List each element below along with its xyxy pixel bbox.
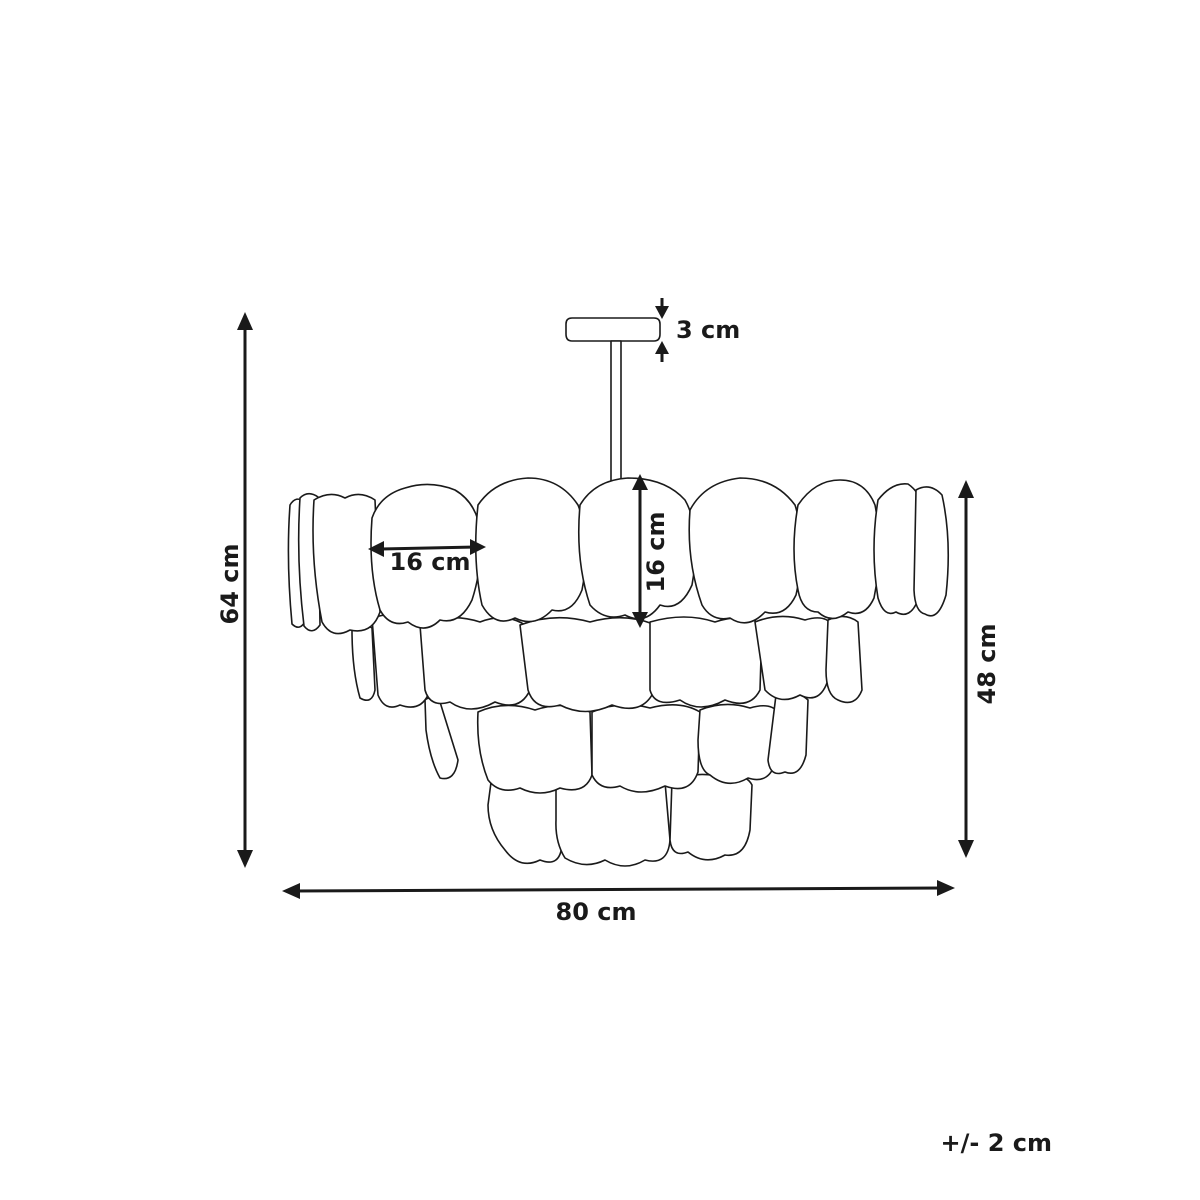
width-arrow [282,880,955,899]
shade-height-label: 48 cm [973,624,1001,705]
shade-tier-second [351,613,863,713]
shade-tier-top [287,477,950,635]
disc-height-arrow [632,474,648,628]
shade-height-arrow [958,480,974,858]
total-height-label: 64 cm [216,544,244,625]
canopy-height-arrow [655,298,669,362]
shade-tier-bottom [487,771,753,867]
disc-height-label: 16 cm [642,512,670,593]
tolerance-note: +/- 2 cm [940,1129,1052,1157]
canopy-height-label: 3 cm [676,316,740,344]
shade-tier-third [424,691,809,794]
suspension-rod [610,340,622,482]
disc-width-label: 16 cm [390,548,471,576]
width-label: 80 cm [556,898,637,926]
disc-width-arrow [368,539,486,557]
total-height-arrow [237,312,253,868]
ceiling-canopy [565,317,661,342]
